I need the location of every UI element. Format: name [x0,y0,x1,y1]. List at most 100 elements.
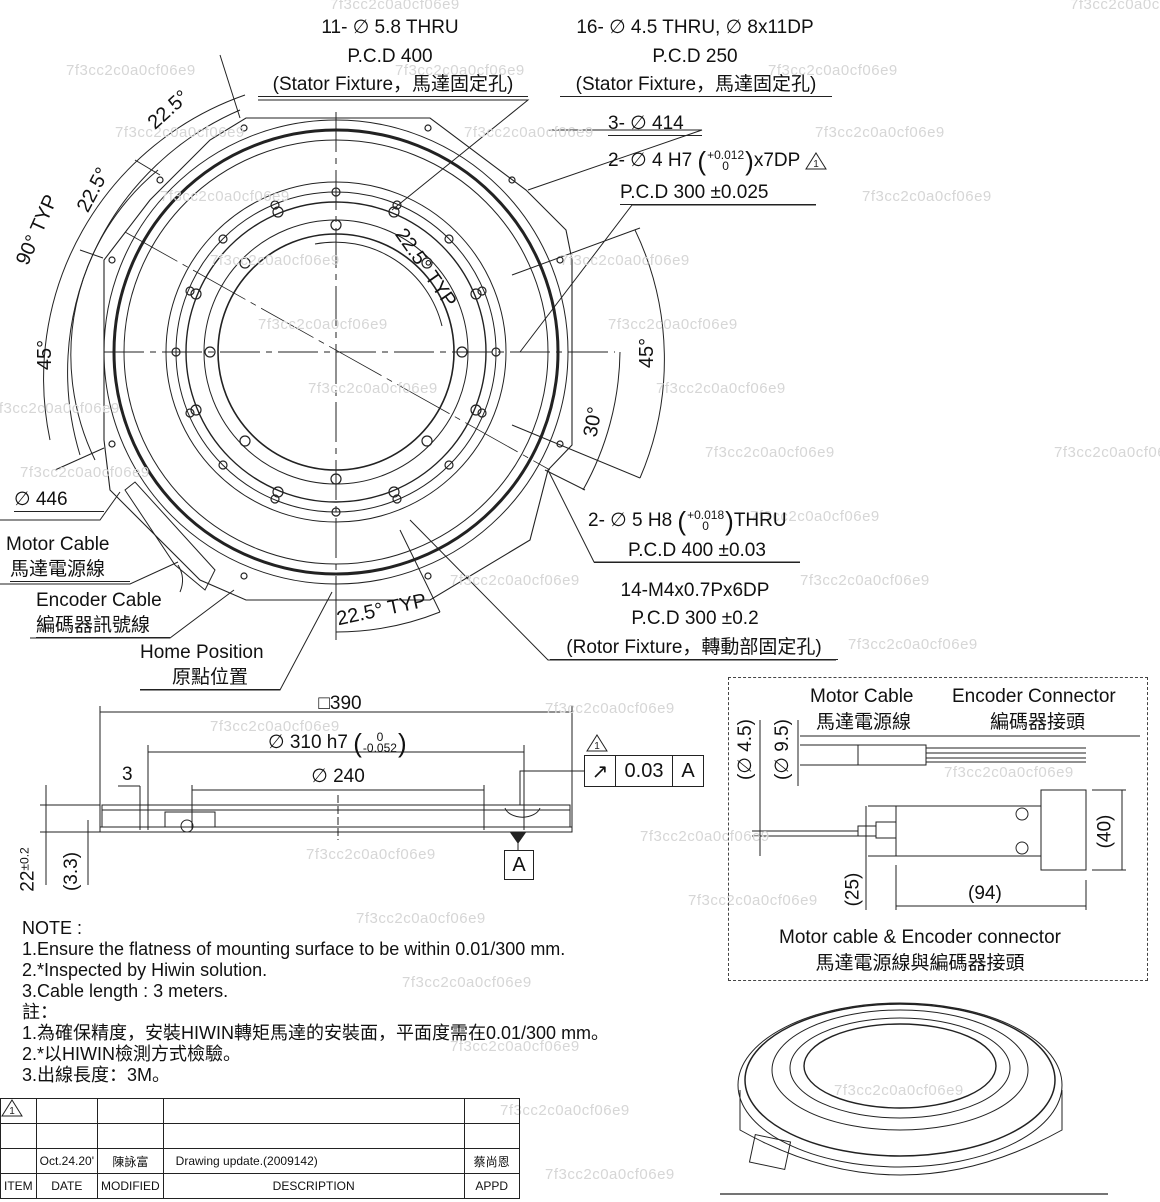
dim-dia-4-5: (∅ 4.5) [734,719,756,780]
note-en-1: 1.Ensure the flatness of mounting surfac… [22,939,566,959]
home-position-label-en: Home Position [140,642,264,663]
watermark: 7f3cc2c0a0cf06e9 [20,464,150,481]
watermark: 7f3cc2c0a0cf06e9 [834,1082,964,1099]
dim-40: (40) [1094,814,1116,849]
watermark: 7f3cc2c0a0cf06e9 [944,764,1074,781]
watermark: 7f3cc2c0a0cf06e9 [656,380,786,397]
dim-square-390: □390 [318,693,362,714]
note-zh-2: 2.*以HIWIN檢測方式檢驗。 [22,1044,242,1064]
watermark: 7f3cc2c0a0cf06e9 [450,1038,580,1055]
detail-motor-cable-zh: 馬達電源線 [816,712,912,733]
note-en-2: 2.*Inspected by Hiwin solution. [22,960,268,980]
header-item: ITEM [0,1173,37,1199]
callout-stator-11-line3: (Stator Fixture，馬達固定孔) [258,75,528,97]
notes-title-en: NOTE : [22,918,83,938]
watermark: 7f3cc2c0a0cf06e9 [705,444,835,461]
dim-height-22: 22±0.2 [18,847,39,891]
revision-item-cell: 1 [0,1098,37,1174]
detail-caption-en: Motor cable & Encoder connector [779,927,1061,948]
outer-plate-outline [103,117,573,601]
connector-detail-frame [728,677,1148,981]
pin-5-tol-upper: +0.018 [687,508,725,522]
watermark: 7f3cc2c0a0cf06e9 [395,62,525,79]
watermark: 7f3cc2c0a0cf06e9 [545,700,675,717]
callout-stator-16-line2: P.C.D 250 [652,46,738,67]
dim-dia-310: ∅ 310 h7 (0-0.052) [268,728,407,758]
watermark: 7f3cc2c0a0cf06e9 [1070,0,1160,13]
dim-height-3-3: (3.3) [61,851,83,892]
svg-text:1: 1 [813,159,819,170]
watermark: 7f3cc2c0a0cf06e9 [640,828,770,845]
revision-triangle-icon: 1 [586,734,608,752]
callout-rotor-14-line2: P.C.D 300 ±0.2 [631,608,759,629]
pin-5-thru: THRU [733,510,787,532]
pin-5-spec: 2- ∅ 5 H8 [588,510,673,532]
callout-rotor-14-line3: (Rotor Fixture，轉動部固定孔) [550,638,838,660]
dia-310-tol-upper: 0 [376,730,384,744]
watermark: 7f3cc2c0a0cf06e9 [464,124,594,141]
fcf-datum: A [681,759,695,782]
notes-title-zh: 註： [22,1002,58,1022]
note-en-3: 3.Cable length : 3 meters. [22,981,229,1001]
watermark: 7f3cc2c0a0cf06e9 [210,718,340,735]
watermark: 7f3cc2c0a0cf06e9 [160,188,290,205]
callout-pin-4-pcd: P.C.D 300 ±0.025 [620,183,816,205]
dim-3: 3 [122,764,133,785]
detail-caption-zh: 馬達電源線與編碼器接頭 [815,953,1025,974]
table-row: 1 Oct.24.20' 陳詠富 Drawing update.(2009142… [0,1098,520,1174]
watermark: 7f3cc2c0a0cf06e9 [356,910,486,927]
table-row [0,1123,520,1149]
note-zh-3: 3.出線長度：3M。 [22,1065,171,1085]
watermark: 7f3cc2c0a0cf06e9 [210,252,340,269]
note-zh-1: 1.為確保精度，安裝HIWIN轉矩馬達的安裝面，平面度需在0.01/300 mm… [22,1023,610,1043]
callout-dia-414: 3- ∅ 414 [608,114,702,136]
callout-stator-11-line2: P.C.D 400 [347,46,433,67]
watermark: 7f3cc2c0a0cf06e9 [848,636,978,653]
revision-triangle-icon: 1 [805,152,828,170]
header-description: DESCRIPTION [162,1173,465,1199]
watermark: 7f3cc2c0a0cf06e9 [1054,444,1160,461]
notes-block: NOTE : 1.Ensure the flatness of mounting… [22,918,609,1086]
callout-dia-446: ∅ 446 [14,490,104,512]
pin-4-spec: 2- ∅ 4 H7 [608,150,693,172]
home-position-label-zh: 原點位置 [140,668,280,690]
detail-encoder-connector-zh: 編碼器接頭 [990,712,1086,733]
watermark: 7f3cc2c0a0cf06e9 [330,0,460,13]
watermark: 7f3cc2c0a0cf06e9 [545,1166,675,1183]
dim-dia-9-5: (∅ 9.5) [771,719,793,780]
watermark: 7f3cc2c0a0cf06e9 [768,62,898,79]
callout-stator-11-line1: 11- ∅ 5.8 THRU [321,17,459,38]
watermark: 7f3cc2c0a0cf06e9 [560,252,690,269]
watermark: 7f3cc2c0a0cf06e9 [815,124,945,141]
revision-modified: 陳詠富 [97,1148,164,1174]
detail-encoder-connector-en: Encoder Connector [952,686,1116,707]
callout-stator-16-line3: (Stator Fixture，馬達固定孔) [560,75,832,97]
watermark: 7f3cc2c0a0cf06e9 [500,1102,630,1119]
angle-45-right: 45° [636,337,659,369]
header-appd: APPD [463,1173,520,1199]
pin-4-tol-lower: 0 [722,159,729,173]
svg-text:1: 1 [594,741,600,752]
watermark: 7f3cc2c0a0cf06e9 [306,846,436,863]
callout-rotor-14-line1: 14-M4x0.7Px6DP [620,580,770,601]
revision-triangle-icon: 1 [0,1098,23,1117]
revision-date: Oct.24.20' [35,1148,99,1174]
watermark: 7f3cc2c0a0cf06e9 [800,572,930,589]
motor-cable-label-zh: 馬達電源線 [10,560,130,582]
watermark: 7f3cc2c0a0cf06e9 [450,572,580,589]
detail-motor-cable-en: Motor Cable [810,686,914,707]
watermark: 7f3cc2c0a0cf06e9 [115,124,245,141]
revision-table: 1 Oct.24.20' 陳詠富 Drawing update.(2009142… [0,1098,520,1199]
side-view-body [101,804,571,828]
pin-5-tol-lower: 0 [702,519,709,533]
watermark: 7f3cc2c0a0cf06e9 [402,974,532,991]
watermark: 7f3cc2c0a0cf06e9 [258,316,388,333]
dim-dia-240: ∅ 240 [311,766,365,787]
table-row [0,1098,520,1124]
revision-appd: 蔡尚恩 [463,1148,520,1174]
runout-symbol-icon: ↗ [585,756,616,786]
watermark: 7f3cc2c0a0cf06e9 [688,892,818,909]
